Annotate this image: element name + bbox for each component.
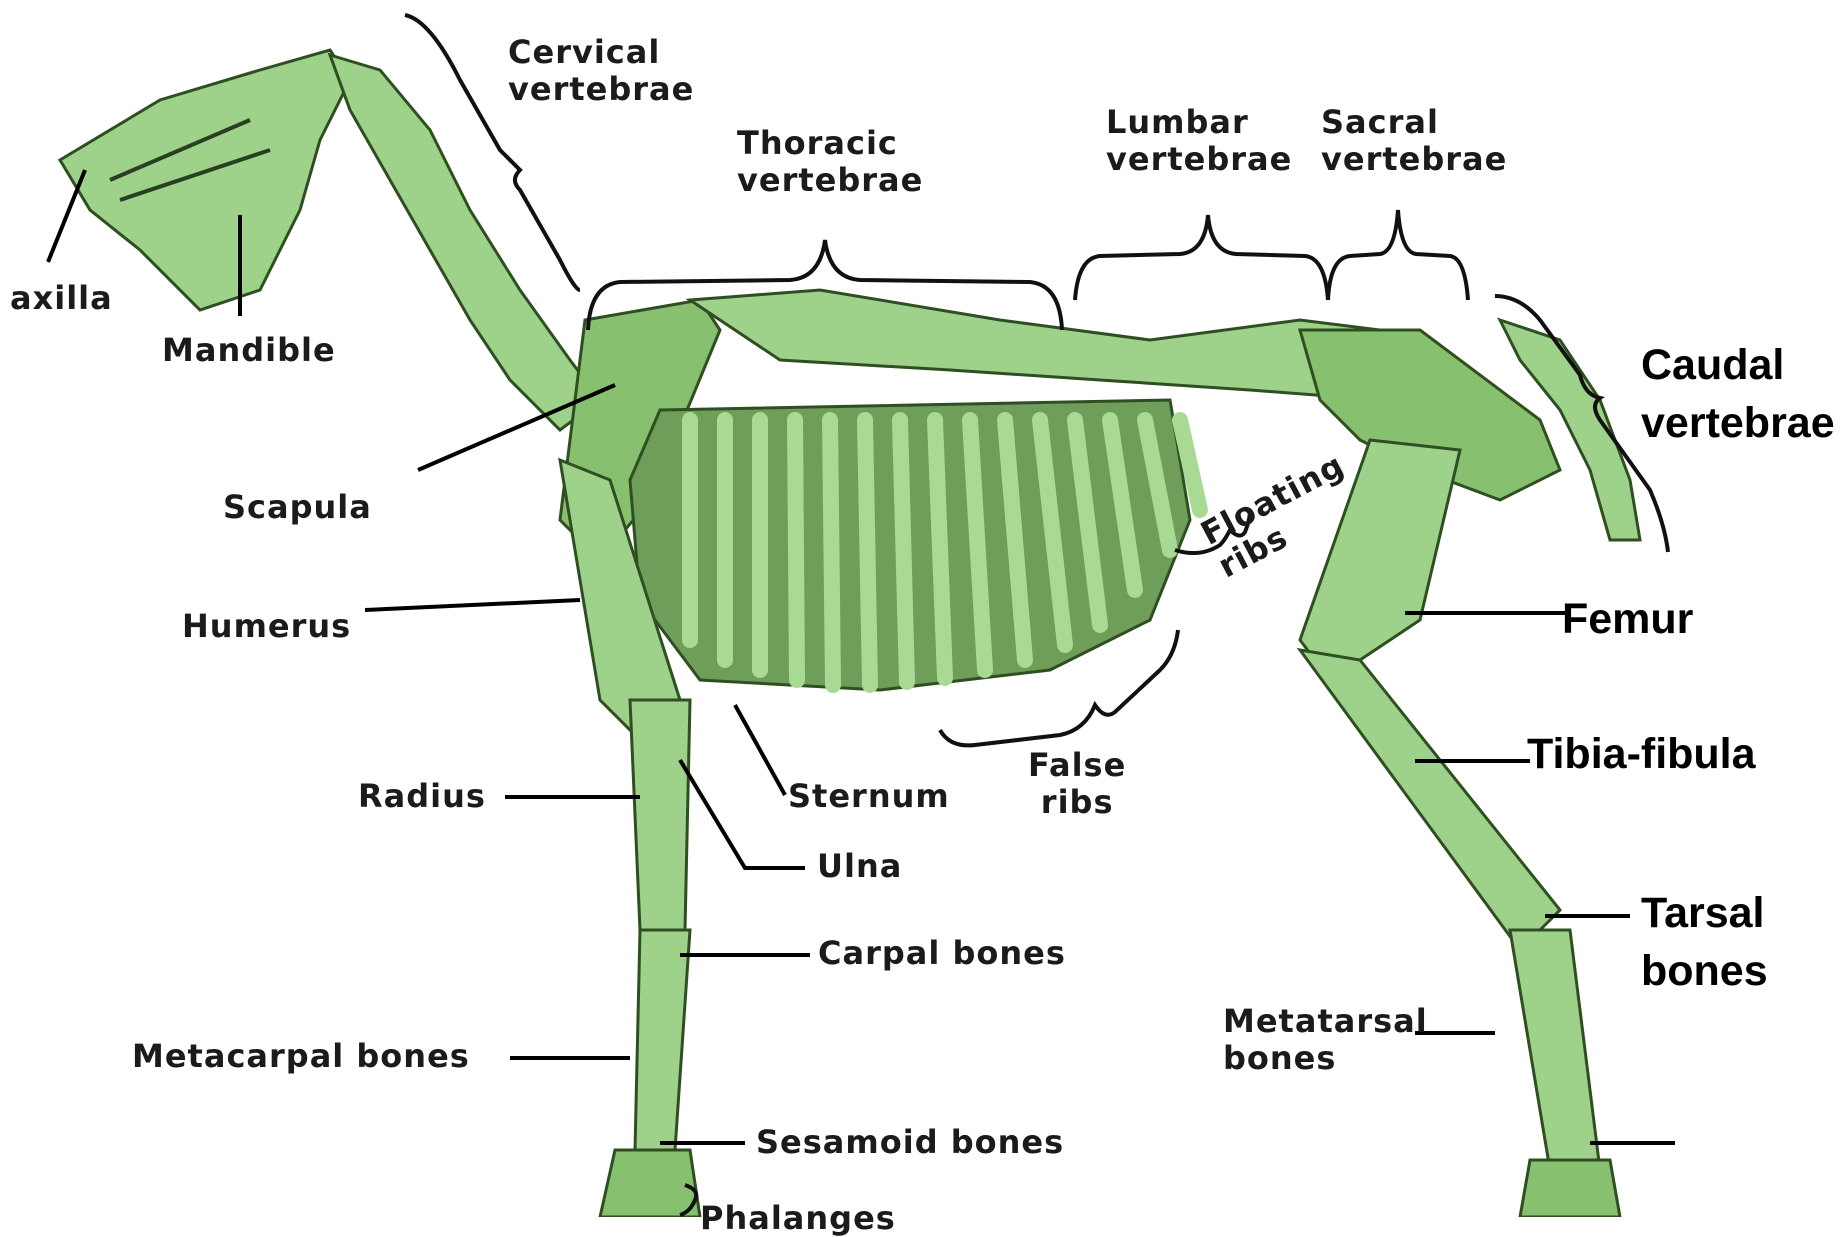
label-scapula: Scapula [223,489,372,526]
maxilla-pointer [48,170,85,262]
label-sternum: Sternum [788,778,950,815]
label-tarsal-bones: Tarsal bones [1641,884,1768,1000]
label-sesamoid-bones: Sesamoid bones [756,1124,1064,1161]
label-ulna: Ulna [817,848,902,885]
label-caudal-vertebrae: Caudal vertebrae [1641,336,1835,452]
label-tibia-fibula: Tibia-fibula [1527,725,1756,783]
label-lumbar-vertebrae: Lumbar vertebrae [1106,104,1292,178]
label-false-ribs: False ribs [1028,747,1126,821]
label-cervical-vertebrae: Cervical vertebrae [508,34,694,108]
label-maxilla: axilla [10,280,113,317]
label-metacarpal-bones: Metacarpal bones [132,1038,470,1075]
label-radius: Radius [358,778,486,815]
front-hoof [600,1150,700,1217]
label-humerus: Humerus [182,608,351,645]
hind-hoof [1520,1160,1620,1217]
label-sacral-vertebrae: Sacral vertebrae [1321,104,1507,178]
lumbar-brace [1075,215,1328,300]
label-mandible: Mandible [162,332,336,369]
label-metatarsal-bones: Metatarsal bones [1223,1003,1428,1077]
metacarpal-bone [635,930,690,1150]
radius-ulna-bones [630,700,690,930]
sternum-pointer [735,705,785,795]
label-femur: Femur [1562,590,1693,648]
humerus-pointer [365,600,580,610]
cervical-vertebrae-bones [330,55,600,430]
label-carpal-bones: Carpal bones [818,935,1066,972]
tibia-fibula-bone [1300,650,1560,950]
sacral-brace [1328,210,1468,300]
label-thoracic-vertebrae: Thoracic vertebrae [737,125,923,199]
label-phalanges: Phalanges [700,1200,896,1237]
skull [60,50,350,310]
metatarsal-bone [1510,930,1600,1170]
ulna-pointer [680,760,805,868]
